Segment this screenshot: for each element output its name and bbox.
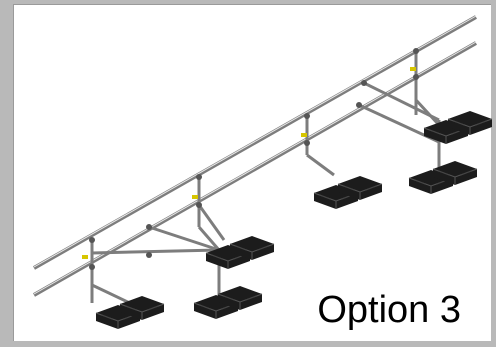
top-rail bbox=[33, 15, 477, 270]
ballast-base-6 bbox=[424, 111, 492, 144]
ballast-base-1 bbox=[96, 296, 164, 329]
guardrail-system-illustration bbox=[33, 15, 492, 342]
stanchion-assembly-4 bbox=[414, 51, 441, 127]
clamp-accents bbox=[82, 67, 416, 259]
ballast-base-4 bbox=[314, 176, 382, 209]
image-panel: Option 3 bbox=[13, 4, 491, 341]
stanchion-assembly-1 bbox=[90, 225, 221, 307]
option-caption: Option 3 bbox=[317, 289, 461, 331]
ballast-base-3 bbox=[206, 236, 274, 269]
rail-clamps bbox=[89, 48, 419, 270]
ballast-base-5 bbox=[409, 161, 477, 194]
ballast-base-2 bbox=[194, 286, 262, 319]
